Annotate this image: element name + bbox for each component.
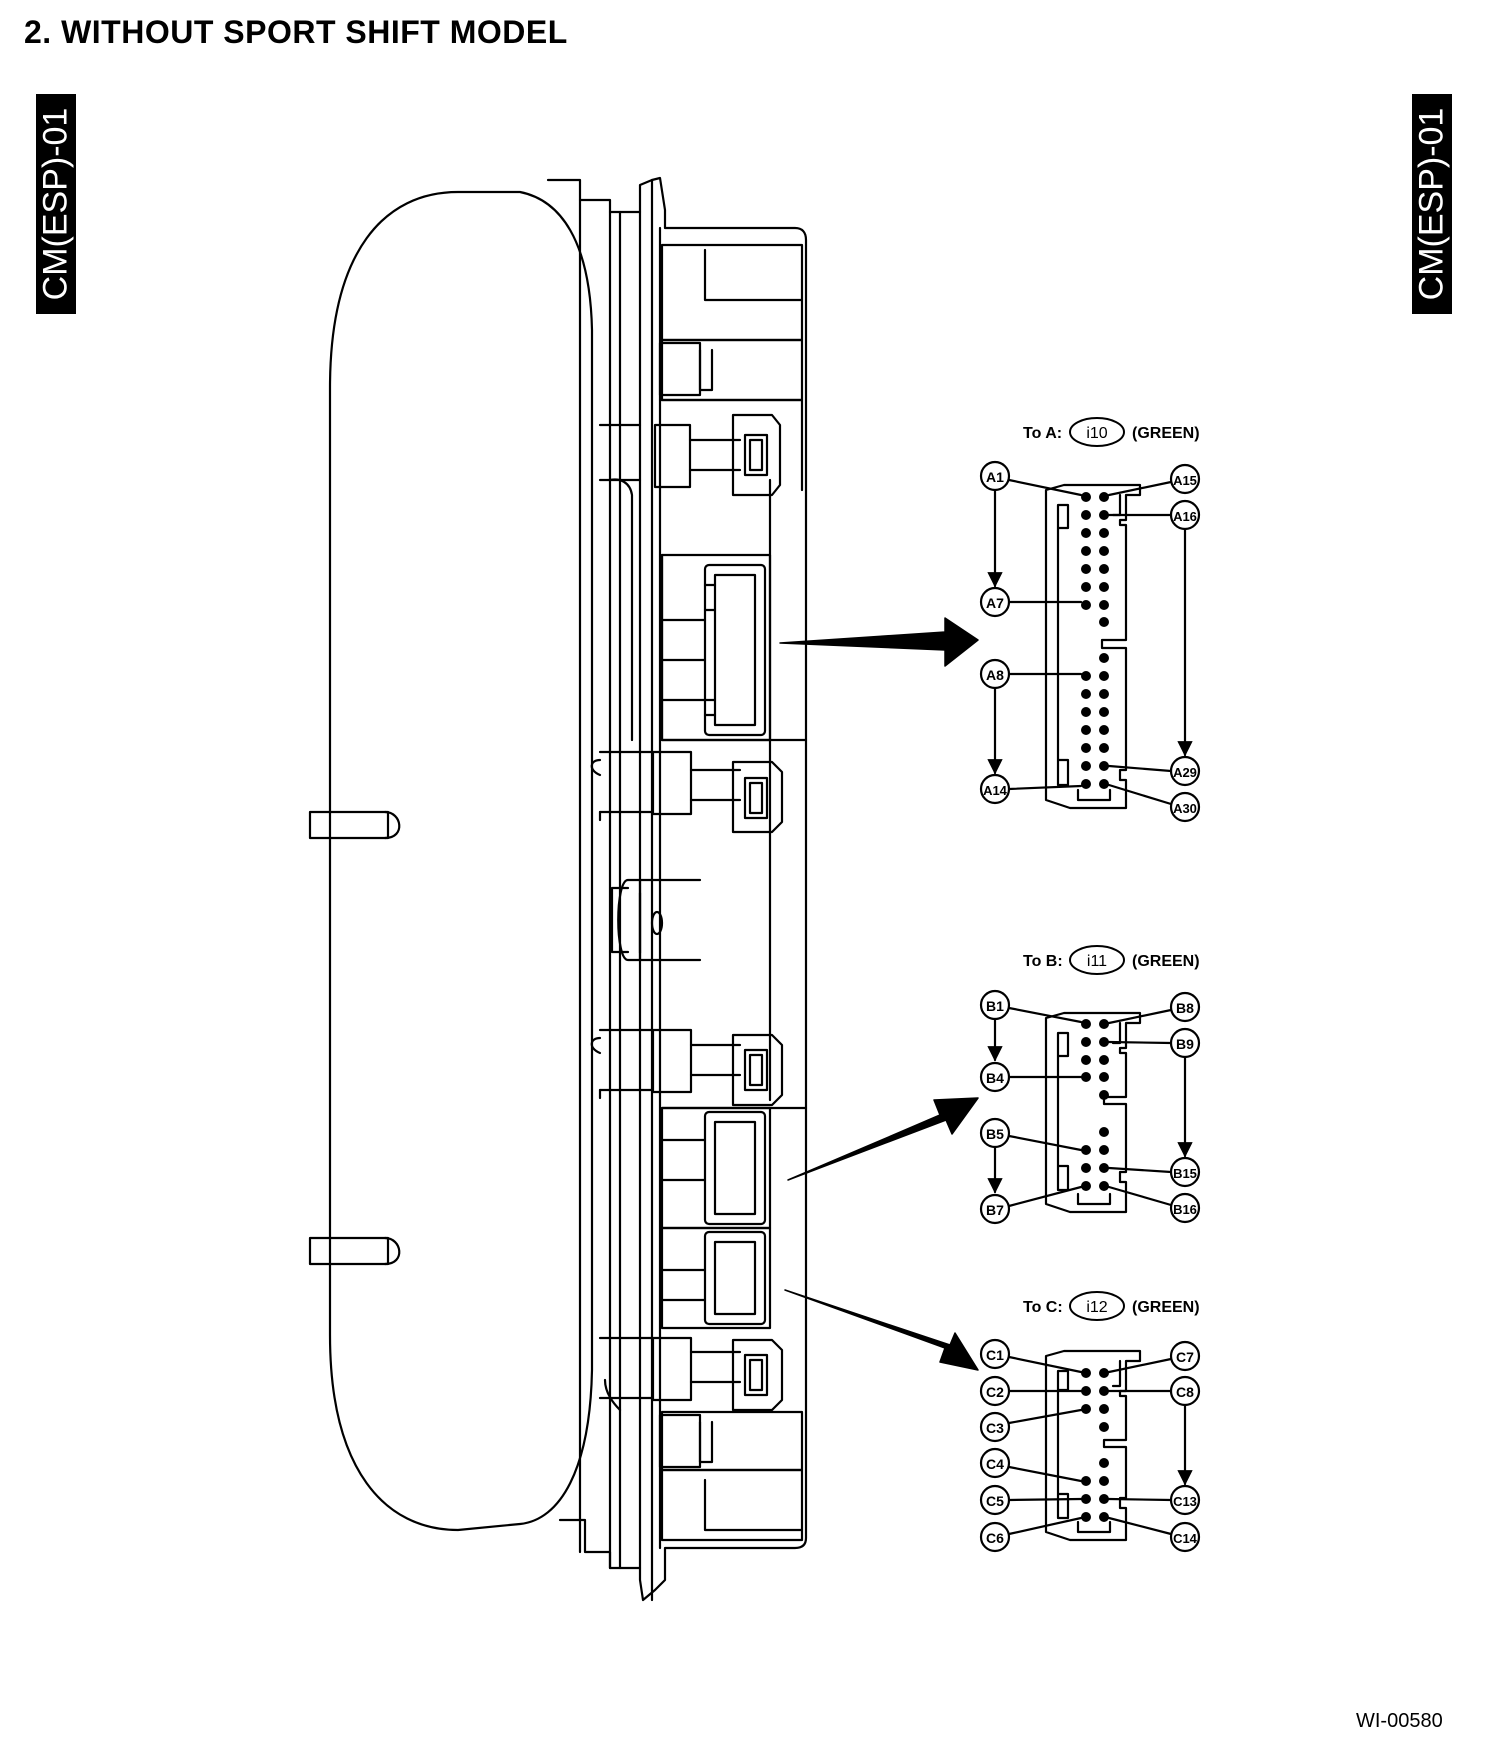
connector-a-left-labels: A1 A7 A8 A14: [979, 460, 1011, 805]
meter-lens: [328, 190, 594, 1532]
pin-label-a16: A16: [1173, 509, 1197, 524]
arrow-to-connector-a: [779, 617, 979, 667]
pin-label-c3: C3: [986, 1420, 1004, 1436]
connector-b-right-labels: B8 B9 B15 B16: [1169, 991, 1201, 1224]
meter-housing: [546, 176, 808, 1602]
connector-c-view: To C: i12 (GREEN) C1 C2 C3 C4 C5: [979, 1291, 1201, 1553]
connector-b-right-leaders: [1107, 1008, 1193, 1207]
connector-c-left-leaders: [1007, 1355, 1083, 1536]
pin-label-a14: A14: [983, 783, 1008, 798]
pin-label-c7: C7: [1176, 1349, 1194, 1365]
connector-c-to-label: To C:: [1023, 1299, 1063, 1316]
section-tab-right: CM(ESP)-01: [1412, 94, 1452, 314]
pin-label-c4: C4: [986, 1456, 1004, 1472]
connector-b-code-oval: [1069, 945, 1125, 975]
connector-b-code: i11: [1087, 953, 1107, 970]
connector-b-pins: [1081, 1019, 1109, 1191]
pin-label-c8: C8: [1176, 1384, 1194, 1400]
connector-b-view: To B: i11 (GREEN) B1 B4 B5 B7: [979, 945, 1201, 1225]
arrow-to-connector-c: [784, 1289, 979, 1371]
pin-label-b16: B16: [1173, 1202, 1197, 1217]
mounting-pin-lower: [308, 1236, 401, 1266]
pin-label-b5: B5: [986, 1126, 1004, 1142]
pin-label-b1: B1: [986, 998, 1004, 1014]
figure-id: WI-00580: [1356, 1710, 1443, 1732]
connector-a-color: (GREEN): [1132, 425, 1200, 442]
connector-c-code: i12: [1086, 1299, 1107, 1316]
pin-label-b7: B7: [986, 1202, 1004, 1218]
connector-c-left-labels: C1 C2 C3 C4 C5 C6: [979, 1338, 1011, 1553]
connector-c-pins: [1081, 1368, 1109, 1522]
pin-label-a1: A1: [986, 469, 1004, 485]
mounting-pin-upper: [308, 810, 401, 840]
pin-label-a30: A30: [1173, 801, 1197, 816]
connector-a-to-label: To A:: [1023, 425, 1062, 442]
connector-b-to-label: To B:: [1023, 953, 1063, 970]
pointer-arrows: [779, 617, 979, 1371]
pin-label-c2: C2: [986, 1384, 1004, 1400]
connector-c-right-leaders: [1107, 1357, 1193, 1536]
connector-a-pins: [1081, 492, 1109, 789]
page-heading: 2. WITHOUT SPORT SHIFT MODEL: [24, 14, 568, 50]
pin-label-c14: C14: [1173, 1531, 1198, 1546]
pin-label-c5: C5: [986, 1493, 1004, 1509]
connector-a-code: i10: [1086, 425, 1107, 442]
pin-label-b4: B4: [986, 1070, 1004, 1086]
pin-label-a15: A15: [1173, 473, 1197, 488]
pin-label-b8: B8: [1176, 1000, 1194, 1016]
pin-label-c13: C13: [1173, 1494, 1197, 1509]
connector-a-view: To A: i10 (GREEN): [979, 417, 1201, 823]
pin-label-b9: B9: [1176, 1036, 1194, 1052]
section-tab-left: CM(ESP)-01: [36, 94, 76, 314]
pin-label-c6: C6: [986, 1530, 1004, 1546]
connector-b-left-leaders: [987, 1006, 1083, 1208]
connector-a-housing: [1044, 483, 1142, 810]
pin-label-b15: B15: [1173, 1166, 1197, 1181]
connector-a-left-leaders: [987, 478, 1083, 791]
connector-a-right-leaders: [1107, 480, 1193, 806]
connector-c-code-oval: [1069, 1291, 1125, 1321]
pin-label-a8: A8: [986, 667, 1004, 683]
combination-meter-drawing: [308, 176, 808, 1602]
connector-b-color: (GREEN): [1132, 953, 1200, 970]
arrow-to-connector-b: [787, 1097, 979, 1181]
connector-c-color: (GREEN): [1132, 1299, 1200, 1316]
pin-label-c1: C1: [986, 1347, 1004, 1363]
pin-label-a29: A29: [1173, 765, 1197, 780]
connector-a-code-oval: [1069, 417, 1125, 447]
connector-a-right-labels: A15 A16 A29 A30: [1169, 463, 1201, 823]
pin-label-a7: A7: [986, 595, 1004, 611]
connector-c-housing: [1044, 1349, 1142, 1542]
